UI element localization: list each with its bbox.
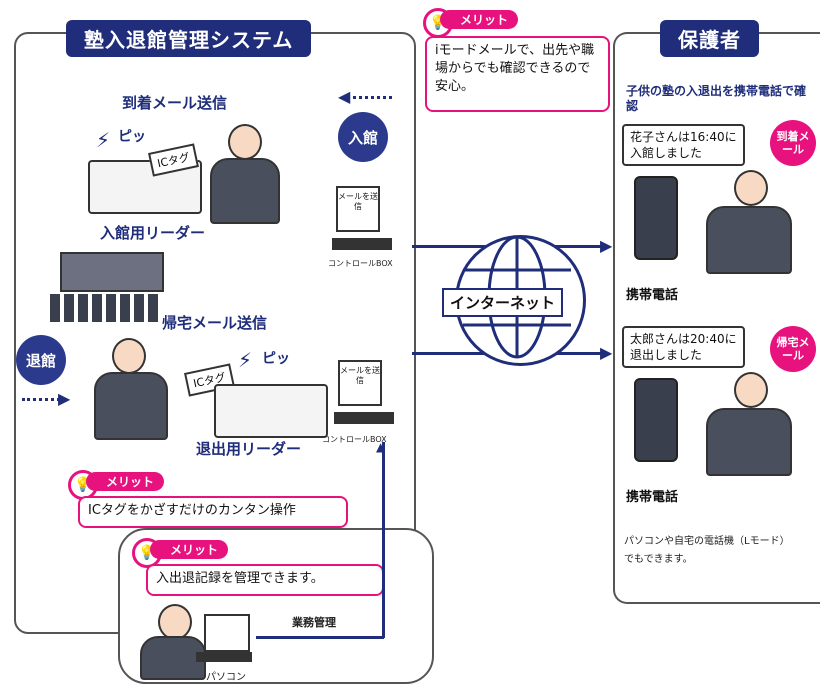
- arrival-reader-label: 入館用リーダー: [100, 224, 206, 242]
- arrival-beep: ピッ: [118, 129, 146, 145]
- phone2-message-line1: 太郎さんは20:40に: [630, 332, 737, 346]
- student-girl-head: [228, 124, 262, 160]
- departure-box-label: コントロールBOX: [322, 435, 387, 444]
- footnote-line1: パソコンや自宅の電話機（Lモード）: [624, 536, 790, 547]
- departure-reader: [214, 384, 328, 438]
- internet-label: インターネット: [442, 288, 564, 317]
- pc-keyboard-icon: [196, 652, 252, 662]
- arrival-badge: 入館: [338, 112, 388, 162]
- pc-label: パソコン: [206, 672, 246, 683]
- departure-reader-label: 退出用リーダー: [196, 440, 302, 458]
- departure-beep: ピッ: [262, 351, 290, 367]
- phone1-message-line1: 花子さんは16:40に: [630, 130, 737, 144]
- phone2-message: 太郎さんは20:40に 退出しました: [622, 326, 745, 368]
- mother-body-1: [706, 206, 792, 274]
- arrival-keyboard: [332, 238, 392, 250]
- admin-head: [158, 604, 192, 640]
- merit-tag-top: メリット: [440, 10, 519, 29]
- student-boy-head: [112, 338, 146, 374]
- phone1-badge: 到着メール: [770, 120, 816, 166]
- arrowhead-icon: ▶: [600, 236, 613, 255]
- mother-head-1: [734, 170, 768, 206]
- admin-body: [140, 636, 206, 680]
- system-panel-title: 塾入退館管理システム: [66, 20, 312, 57]
- phone2-caption: 携帯電話: [626, 490, 679, 505]
- admin-connection-vertical: [382, 442, 385, 638]
- mother-body-2: [706, 408, 792, 476]
- merit-tag-admin: メリット: [150, 540, 229, 559]
- departure-badge: 退館: [16, 335, 66, 385]
- merit-tag-ic: メリット: [86, 472, 165, 491]
- departure-incoming-arrow: [22, 398, 60, 401]
- arrival-incoming-arrow: [346, 96, 392, 99]
- phone2-icon: [634, 378, 678, 462]
- guardian-panel: [613, 32, 820, 604]
- merit-bubble-ic: ICタグをかざすだけのカンタン操作: [78, 496, 348, 528]
- departure-mail-label: 帰宅メール送信: [162, 314, 268, 332]
- student-boy-body: [94, 372, 168, 440]
- arrow-left-icon: ◀: [338, 87, 351, 106]
- departure-keyboard: [334, 412, 394, 424]
- merit-bubble-admin: 入出退記録を管理できます。: [146, 564, 384, 596]
- guardian-panel-title: 保護者: [660, 20, 759, 57]
- guardian-caption: 子供の塾の入退出を携帯電話で確認: [626, 84, 807, 113]
- arrowhead-up-icon: ▲: [376, 440, 386, 454]
- phone1-message-line2: 入館しました: [630, 146, 703, 160]
- mother-head-2: [734, 372, 768, 408]
- classroom-icon: [60, 252, 164, 292]
- departure-control-screen: メールを送信: [338, 360, 382, 406]
- arrowhead-icon-2: ▶: [600, 343, 613, 362]
- merit-bubble-top: iモードメールで、出先や職場からでも確認できるので安心。: [425, 36, 610, 112]
- phone2-message-line2: 退出しました: [630, 348, 703, 362]
- arrow-right-icon: ▶: [58, 389, 71, 408]
- student-girl-body: [210, 158, 280, 224]
- phone1-icon: [634, 176, 678, 260]
- desks-icon: [50, 294, 160, 322]
- admin-connection-horizontal: [256, 636, 384, 639]
- footnote-line2: でもできます。: [624, 554, 693, 565]
- business-label: 業務管理: [292, 616, 336, 629]
- arrival-mail-label: 到着メール送信: [122, 94, 228, 112]
- beep-burst-icon: ⚡: [96, 128, 111, 152]
- pc-monitor-icon: [204, 614, 250, 652]
- arrival-control-screen: メールを送信: [336, 186, 380, 232]
- arrival-box-label: コントロールBOX: [328, 259, 393, 268]
- phone1-message: 花子さんは16:40に 入館しました: [622, 124, 745, 166]
- phone2-badge: 帰宅メール: [770, 326, 816, 372]
- phone1-caption: 携帯電話: [626, 288, 679, 303]
- beep-burst-icon-2: ⚡: [238, 348, 253, 372]
